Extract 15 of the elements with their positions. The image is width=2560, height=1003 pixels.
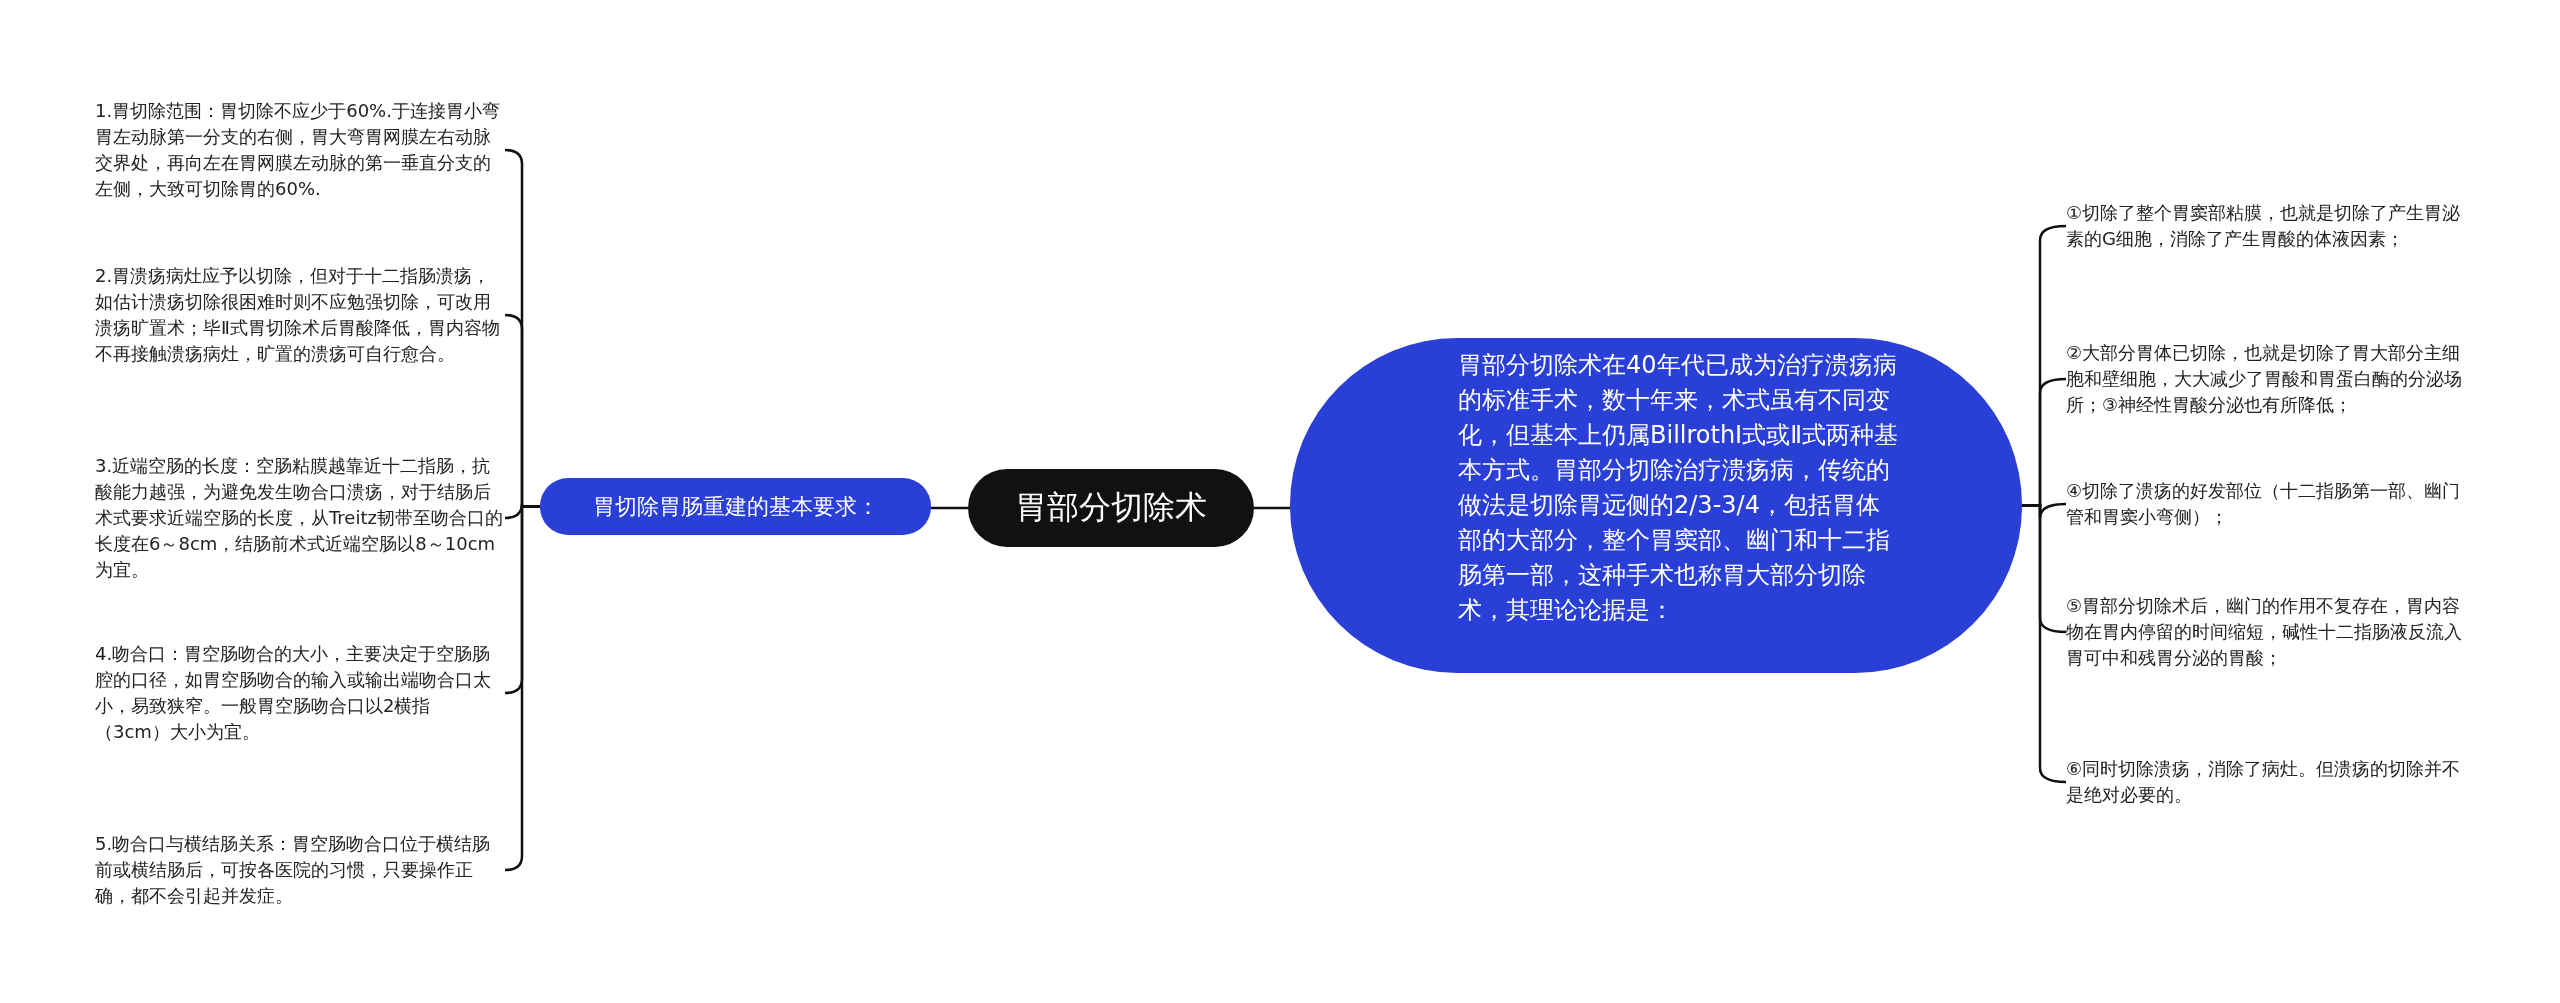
note-text: ⑤胃部分切除术后，幽门的作用不复存在，胃内容物在胃内停留的时间缩短，碱性十二指肠液反流入胃可中和残胃分泌的胃酸； [2066, 593, 2476, 671]
note-text: 4.吻合口：胃空肠吻合的大小，主要决定于空肠肠腔的口径，如胃空肠吻合的输入或输出端吻合口太小，易致狭窄。一般胃空肠吻合口以2横指（3cm）大小为宜。 [95, 641, 505, 745]
connector [931, 506, 968, 510]
note-text: 1.胃切除范围：胃切除不应少于60%.于连接胃小弯胃左动脉第一分支的右侧，胃大弯胃网膜左右动脉交界处，再向左在胃网膜左动脉的第一垂直分支的左侧，大致可切除胃的60%. [95, 98, 505, 202]
branch-pill: 胃切除胃肠重建的基本要求： [540, 478, 931, 535]
note-text: ①切除了整个胃窦部粘膜，也就是切除了产生胃泌素的G细胞，消除了产生胃酸的体液因素； [2066, 200, 2476, 252]
note-text: ④切除了溃疡的好发部位（十二指肠第一部、幽门管和胃窦小弯侧）； [2066, 478, 2476, 530]
note-text: 5.吻合口与横结肠关系：胃空肠吻合口位于横结肠前或横结肠后，可按各医院的习惯，只要操作正确，都不会引起并发症。 [95, 831, 505, 909]
note-text: 2.胃溃疡病灶应予以切除，但对于十二指肠溃疡，如估计溃疡切除很困难时则不应勉强切除，可改用溃疡旷置术；毕Ⅱ式胃切除术后胃酸降低，胃内容物不再接触溃疡病灶，旷置的溃疡可自行愈合。 [95, 263, 505, 367]
note-text: ⑥同时切除溃疡，消除了病灶。但溃疡的切除并不是绝对必要的。 [2066, 756, 2476, 808]
note-text: ②大部分胃体已切除，也就是切除了胃大部分主细胞和壁细胞，大大减少了胃酸和胃蛋白酶的分泌场所；③神经性胃酸分泌也有所降低； [2066, 340, 2476, 418]
topic-pill: 胃部分切除术 [968, 469, 1254, 547]
branch-pill: 胃部分切除术在40年代已成为治疗溃疡病的标准手术，数十年来，术式虽有不同变化，但基本上仍属BillrothⅠ式或Ⅱ式两种基本方式。胃部分切除治疗溃疡病，传统的做法是切除胃远侧的2/3-3/4，包括胃体部的大部分，整个胃窦部、幽门和十二指肠第一部，这种手术也称胃大部分切除术，其理论论据是： [1290, 338, 2022, 673]
note-text: 3.近端空肠的长度：空肠粘膜越靠近十二指肠，抗酸能力越强，为避免发生吻合口溃疡，对于结肠后术式要求近端空肠的长度，从Treitz韧带至吻合口的长度在6～8cm，结肠前术式近端空肠以8～10cm为宜。 [95, 453, 505, 583]
connector [1254, 506, 1290, 510]
